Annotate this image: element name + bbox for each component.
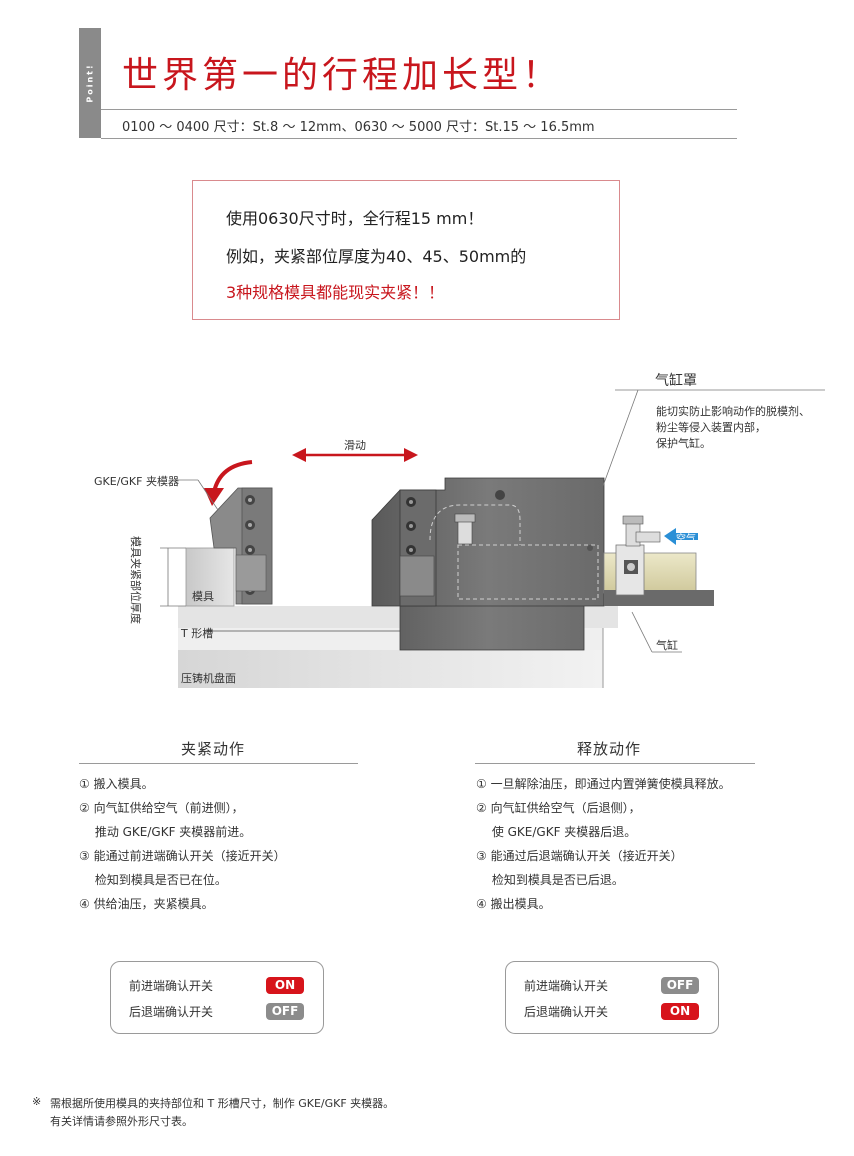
thickness-label: 模具夹紧部位厚度 [129, 536, 142, 624]
clamp-steps: ① 搬入模具。 ② 向气缸供给空气（前进侧）， 推动 GKE/GKF 夹模器前进… [79, 772, 286, 916]
switch-name: 后退端确认开关 [129, 1005, 214, 1019]
status-badge: OFF [266, 1003, 304, 1020]
callout-line-2: 例如，夹紧部位厚度为40、45、50mm的 [226, 247, 527, 266]
cylinder-label: 气缸 [656, 639, 678, 652]
switch-name: 前进端确认开关 [524, 979, 609, 993]
list-item: 使 GKE/GKF 夹模器后退。 [476, 825, 637, 839]
clamp-section-title: 夹紧动作 [181, 740, 246, 758]
footnote-mark: ※ [32, 1095, 42, 1108]
release-steps: ① 一旦解除油压，即通过内置弹簧使模具释放。 ② 向气缸供给空气（后退侧）， 使… [476, 772, 731, 916]
mold-label: 模具 [192, 590, 214, 603]
platen-shade [178, 650, 603, 688]
header-divider-top [101, 109, 737, 110]
slide-arrow-right-icon [404, 448, 418, 462]
status-badge: ON [266, 977, 304, 994]
point-tab-label: Point! [85, 63, 95, 103]
status-badge: ON [661, 1003, 699, 1020]
footnote-line-1: 需根据所使用模具的夹持部位和 T 形槽尺寸，制作 GKE/GKF 夹模器。 [50, 1097, 395, 1110]
point-tab: Point! [79, 28, 101, 138]
switch-name: 后退端确认开关 [524, 1005, 609, 1019]
air-label: 空气 [676, 534, 696, 545]
cylinder-cover-desc-2: 粉尘等侵入装置内部， [656, 421, 766, 434]
advance-arrow-icon [212, 460, 253, 493]
clamp-diagram [160, 389, 825, 688]
page-title: 世界第一的行程加长型！ [122, 55, 563, 96]
cylinder-cover-desc-1: 能切实防止影响动作的脱模剂、 [656, 405, 810, 418]
list-item: 检知到模具是否已后退。 [476, 873, 624, 887]
callout-line-1: 使用0630尺寸时，全行程15 mm！ [226, 209, 484, 228]
release-switch-status: 前进端确认开关 OFF 后退端确认开关 ON [505, 961, 719, 1034]
list-item: ④ 供给油压，夹紧模具。 [79, 897, 214, 911]
release-section-divider [475, 763, 755, 764]
list-item: ③ 能通过后退端确认开关（接近开关） [476, 849, 683, 863]
footnote-line-2: 有关详情请参照外形尺寸表。 [50, 1115, 193, 1128]
list-item: 推动 GKE/GKF 夹模器前进。 [79, 825, 252, 839]
list-item: ② 向气缸供给空气（前进侧）， [79, 801, 244, 815]
platen-label: 压铸机盘面 [181, 672, 236, 685]
header-divider-bottom [101, 138, 737, 139]
list-item: ① 搬入模具。 [79, 777, 154, 791]
cylinder-cover-title: 气缸罩 [655, 373, 697, 389]
air-arrow-icon [664, 528, 698, 545]
t-slot-label: T 形槽 [181, 627, 214, 640]
clamp-section-divider [79, 763, 358, 764]
list-item: ③ 能通过前进端确认开关（接近开关） [79, 849, 286, 863]
cylinder-cover-desc-3: 保护气缸。 [656, 437, 711, 450]
release-section-title: 释放动作 [577, 740, 642, 758]
status-badge: OFF [661, 977, 699, 994]
list-item: 检知到模具是否已在位。 [79, 873, 227, 887]
stroke-spec: 0100 ～ 0400 尺寸：St.8 ～ 12mm、0630 ～ 5000 尺… [122, 120, 595, 135]
highlight-callout: 使用0630尺寸时，全行程15 mm！ 例如，夹紧部位厚度为40、45、50mm… [192, 180, 620, 320]
slide-label: 滑动 [344, 439, 366, 452]
clamp-label: GKE/GKF 夹模器 [94, 475, 179, 488]
switch-name: 前进端确认开关 [129, 979, 214, 993]
mold-block [185, 547, 235, 607]
slide-arrow-left-icon [292, 448, 306, 462]
list-item: ① 一旦解除油压，即通过内置弹簧使模具释放。 [476, 777, 731, 791]
clamp-switch-status: 前进端确认开关 ON 后退端确认开关 OFF [110, 961, 324, 1034]
list-item: ④ 搬出模具。 [476, 897, 551, 911]
list-item: ② 向气缸供给空气（后退侧）， [476, 801, 641, 815]
callout-line-3: 3种规格模具都能现实夹紧！！ [226, 283, 445, 302]
